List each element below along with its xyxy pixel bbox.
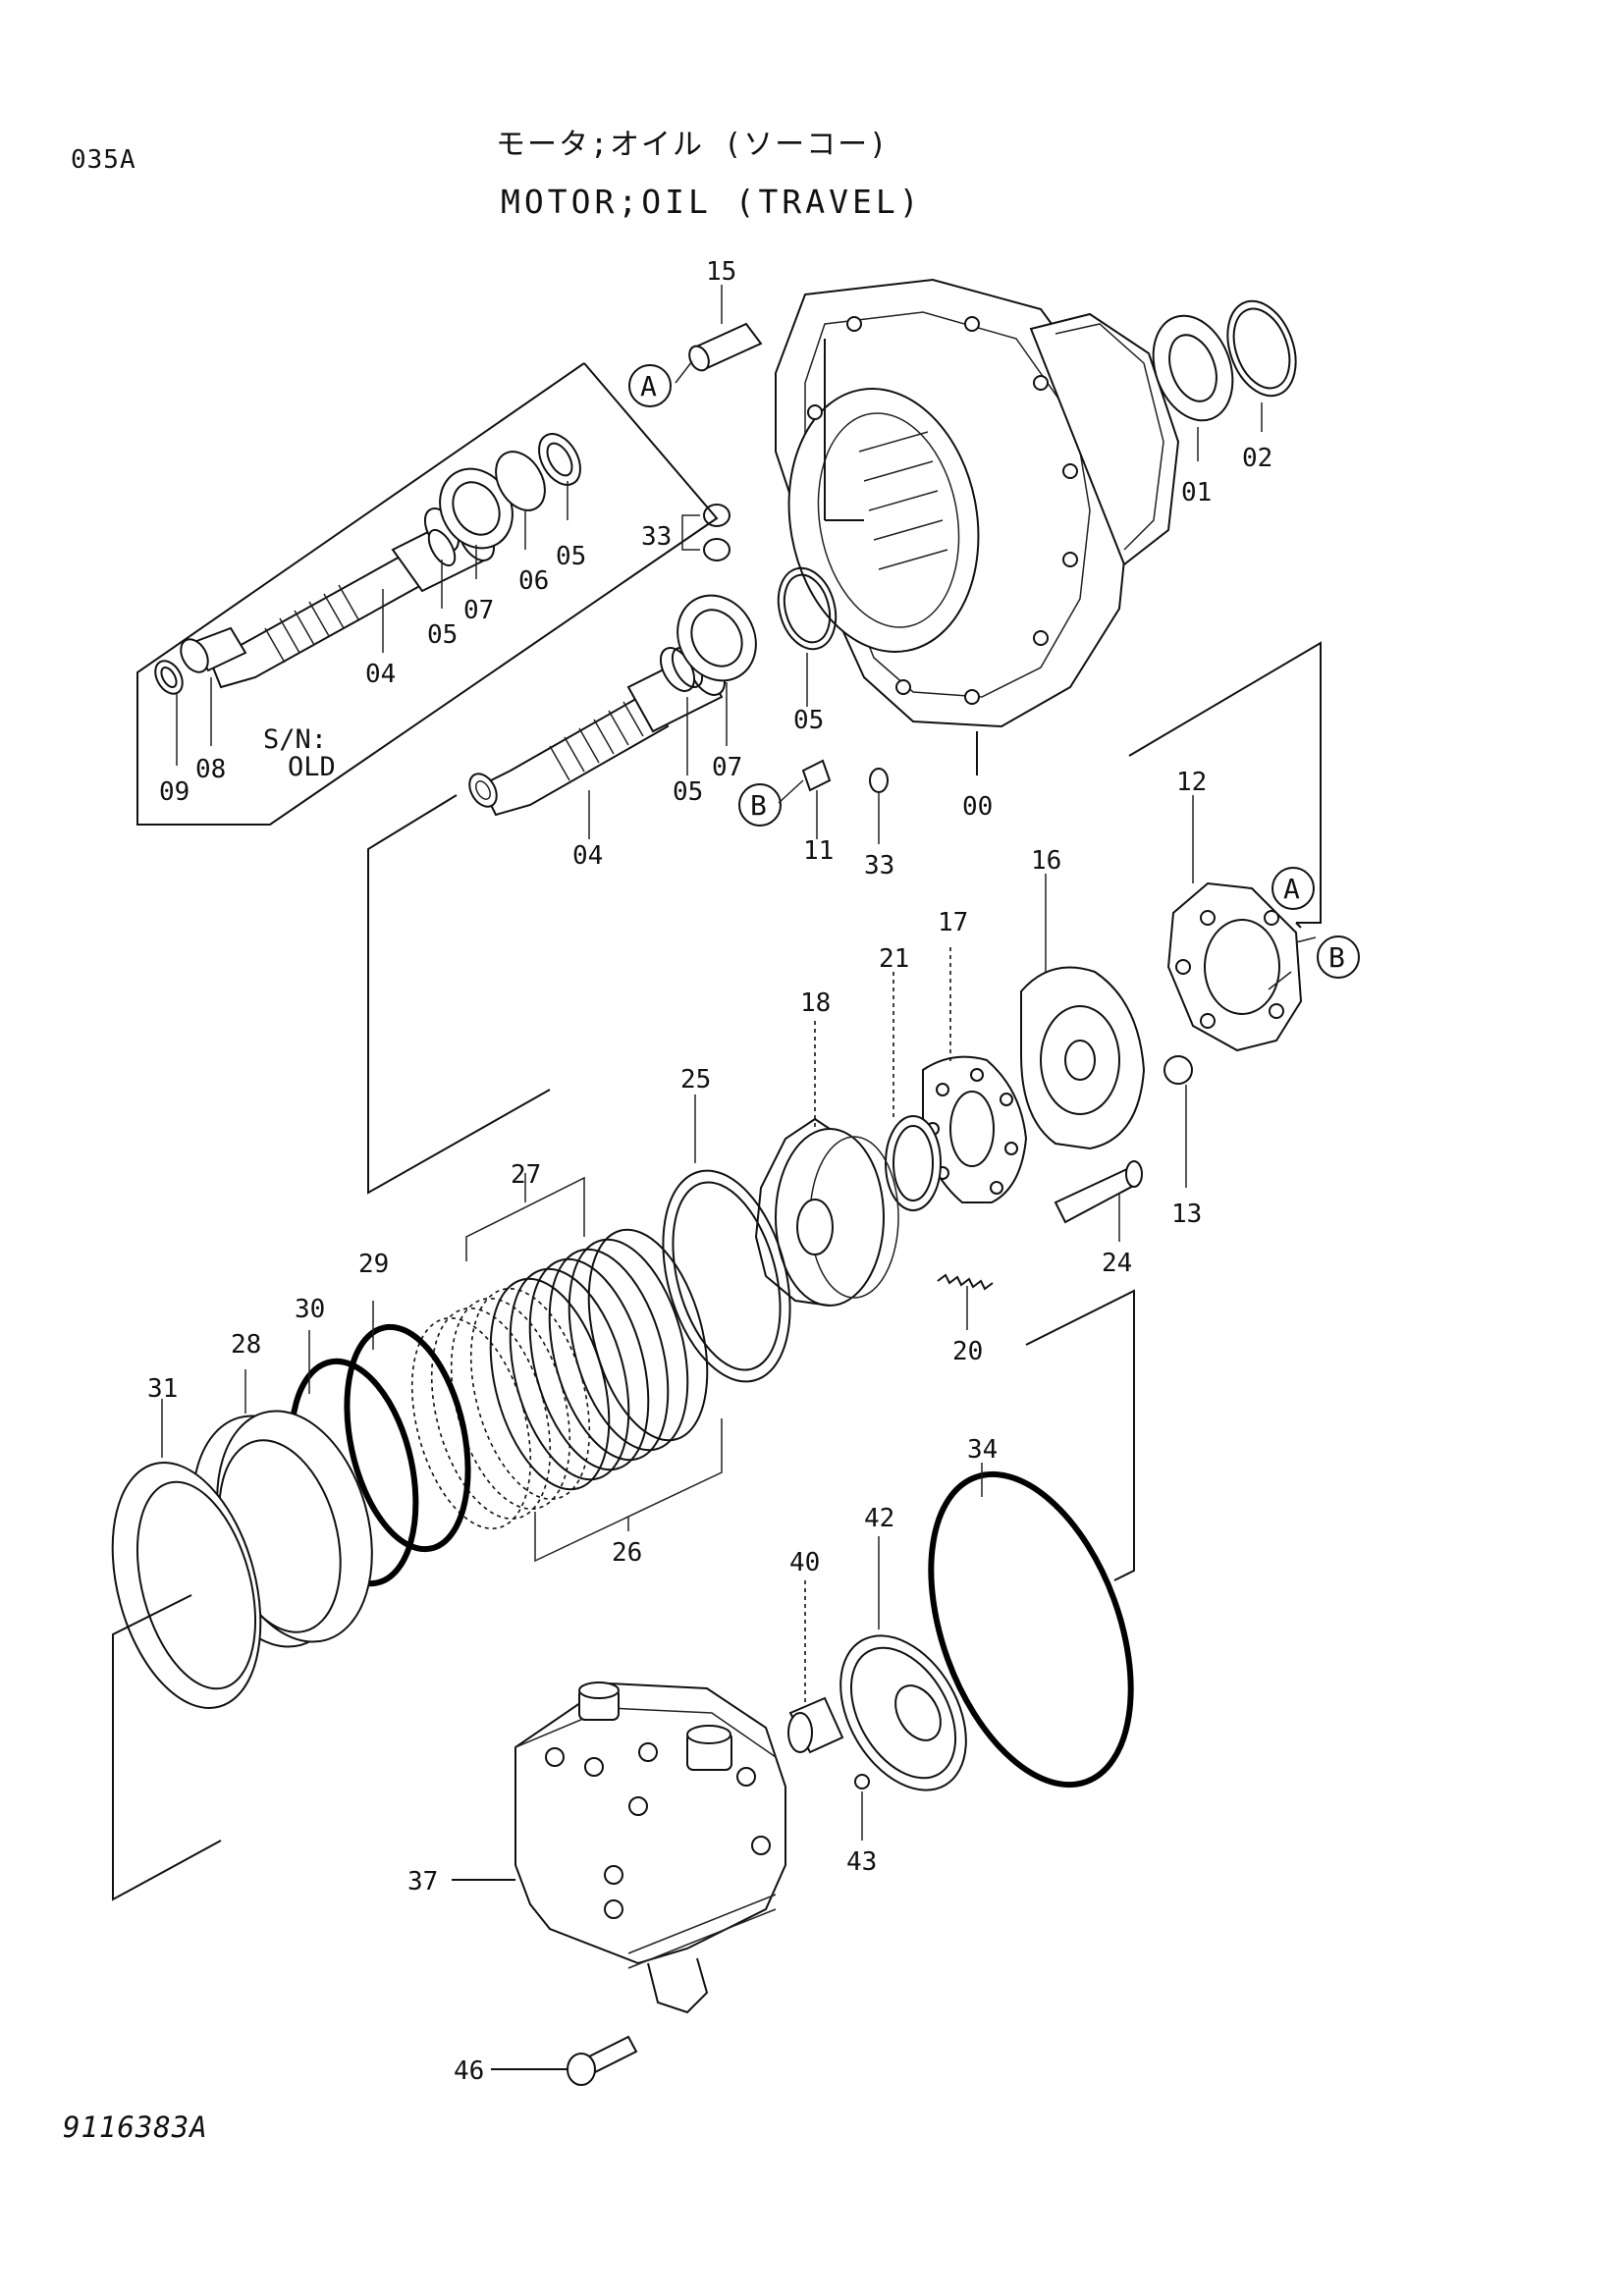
- part-labels: 15 33 01 02 04 05 07 06 05 09 08 S/N: OL…: [147, 257, 1272, 2086]
- inset-leaders: [176, 481, 568, 766]
- plate-42: [839, 1536, 967, 1791]
- bolt-46: [491, 2035, 638, 2086]
- label-46: 46: [454, 2056, 484, 2086]
- label-15: 15: [706, 257, 736, 287]
- ring-21: [885, 972, 942, 1211]
- left-reference-line: [112, 794, 551, 1901]
- sn-label-line1: S/N:: [263, 724, 327, 755]
- label-31: 31: [147, 1374, 178, 1404]
- label-05-old-b: 05: [556, 542, 586, 571]
- shaft-04-assembly: [468, 594, 757, 839]
- label-18: 18: [800, 988, 831, 1018]
- callout-b-right: B: [1317, 935, 1360, 979]
- o-ring-34: [928, 1289, 1135, 1789]
- label-01: 01: [1181, 478, 1212, 507]
- pin-11: [778, 759, 832, 839]
- label-04-old: 04: [365, 660, 396, 689]
- label-34: 34: [967, 1435, 998, 1465]
- svg-text:B: B: [750, 789, 767, 822]
- label-17: 17: [938, 908, 968, 937]
- label-20: 20: [952, 1337, 983, 1366]
- bushing-40: [787, 1580, 844, 1754]
- callout-a-top: A: [628, 364, 672, 407]
- plate-12: [1166, 795, 1317, 1052]
- label-27: 27: [511, 1160, 541, 1190]
- callout-a-right: A: [1271, 867, 1315, 910]
- svg-text:A: A: [640, 370, 657, 402]
- valve-body-37: [452, 1682, 786, 2014]
- title-japanese: モータ;オイル (ソーコー): [496, 128, 890, 162]
- plug-15: [675, 285, 763, 384]
- label-07-old: 07: [463, 596, 494, 625]
- o-rings-33: [681, 504, 889, 844]
- label-08: 08: [195, 755, 226, 784]
- old-shaft-inset-box: [136, 362, 719, 826]
- label-07-shaft: 07: [712, 753, 742, 782]
- label-43: 43: [846, 1847, 877, 1877]
- label-05-snap-ring: 05: [793, 706, 824, 735]
- label-33-top: 33: [641, 522, 672, 552]
- plate-17: [922, 947, 1028, 1203]
- label-40: 40: [789, 1548, 820, 1577]
- callout-b-bottom: B: [738, 783, 782, 827]
- motor-housing: [775, 278, 1180, 728]
- svg-text:A: A: [1283, 873, 1300, 905]
- label-33-bottom: 33: [864, 851, 894, 881]
- label-05-old-a: 05: [427, 620, 458, 650]
- label-06: 06: [518, 566, 549, 596]
- label-16: 16: [1031, 846, 1061, 876]
- label-11: 11: [803, 836, 834, 866]
- bearing-01: [1152, 314, 1234, 461]
- label-12: 12: [1176, 768, 1207, 797]
- label-42: 42: [864, 1504, 894, 1533]
- label-21: 21: [879, 944, 909, 974]
- label-25: 25: [680, 1065, 711, 1095]
- reference-lines: [1128, 641, 1322, 929]
- label-00: 00: [962, 792, 993, 822]
- drawing-number: 9116383A: [63, 2110, 208, 2144]
- cylinder-block-16: [1020, 874, 1146, 1150]
- label-26: 26: [612, 1538, 642, 1568]
- ring-31: [111, 1399, 262, 1709]
- svg-text:B: B: [1328, 941, 1345, 974]
- gear-18: [754, 1021, 899, 1307]
- ring-25: [662, 1095, 791, 1383]
- label-04-shaft: 04: [572, 841, 603, 871]
- pin-24: [1054, 1160, 1143, 1242]
- sn-label-line2: OLD: [288, 752, 336, 782]
- label-37: 37: [407, 1867, 438, 1896]
- label-30: 30: [295, 1295, 325, 1324]
- o-ring-29: [344, 1301, 471, 1553]
- ball-13: [1163, 1055, 1193, 1188]
- label-29: 29: [358, 1250, 389, 1279]
- page-code: 035A: [71, 145, 136, 175]
- old-shaft-assembly: [154, 433, 581, 695]
- label-13: 13: [1171, 1200, 1202, 1229]
- label-09: 09: [159, 777, 189, 807]
- pin-43: [854, 1774, 870, 1841]
- spring-20: [937, 1273, 994, 1330]
- friction-plates-26-27: [410, 1173, 723, 1563]
- label-28: 28: [231, 1330, 261, 1360]
- title-english: MOTOR;OIL (TRAVEL): [501, 183, 923, 221]
- label-05-shaft: 05: [673, 777, 703, 807]
- label-02: 02: [1242, 444, 1272, 473]
- snap-ring-05-right: [777, 566, 838, 707]
- snap-ring-02: [1226, 299, 1297, 432]
- label-24: 24: [1102, 1249, 1132, 1278]
